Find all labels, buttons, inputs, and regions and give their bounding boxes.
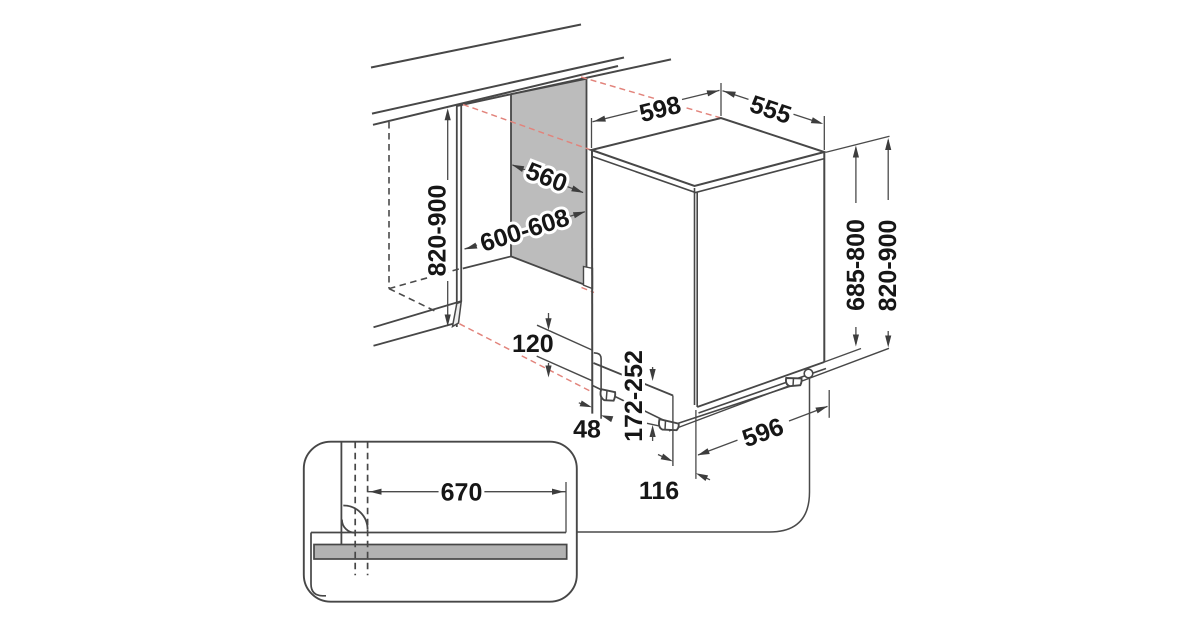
svg-text:820-900: 820-900 xyxy=(874,220,902,312)
svg-text:116: 116 xyxy=(639,477,679,505)
svg-text:48: 48 xyxy=(573,415,601,443)
svg-text:670: 670 xyxy=(441,479,483,507)
svg-text:685-800: 685-800 xyxy=(842,219,870,311)
svg-text:172-252: 172-252 xyxy=(620,350,648,442)
svg-text:120: 120 xyxy=(512,330,554,358)
svg-text:820-900: 820-900 xyxy=(424,185,452,277)
